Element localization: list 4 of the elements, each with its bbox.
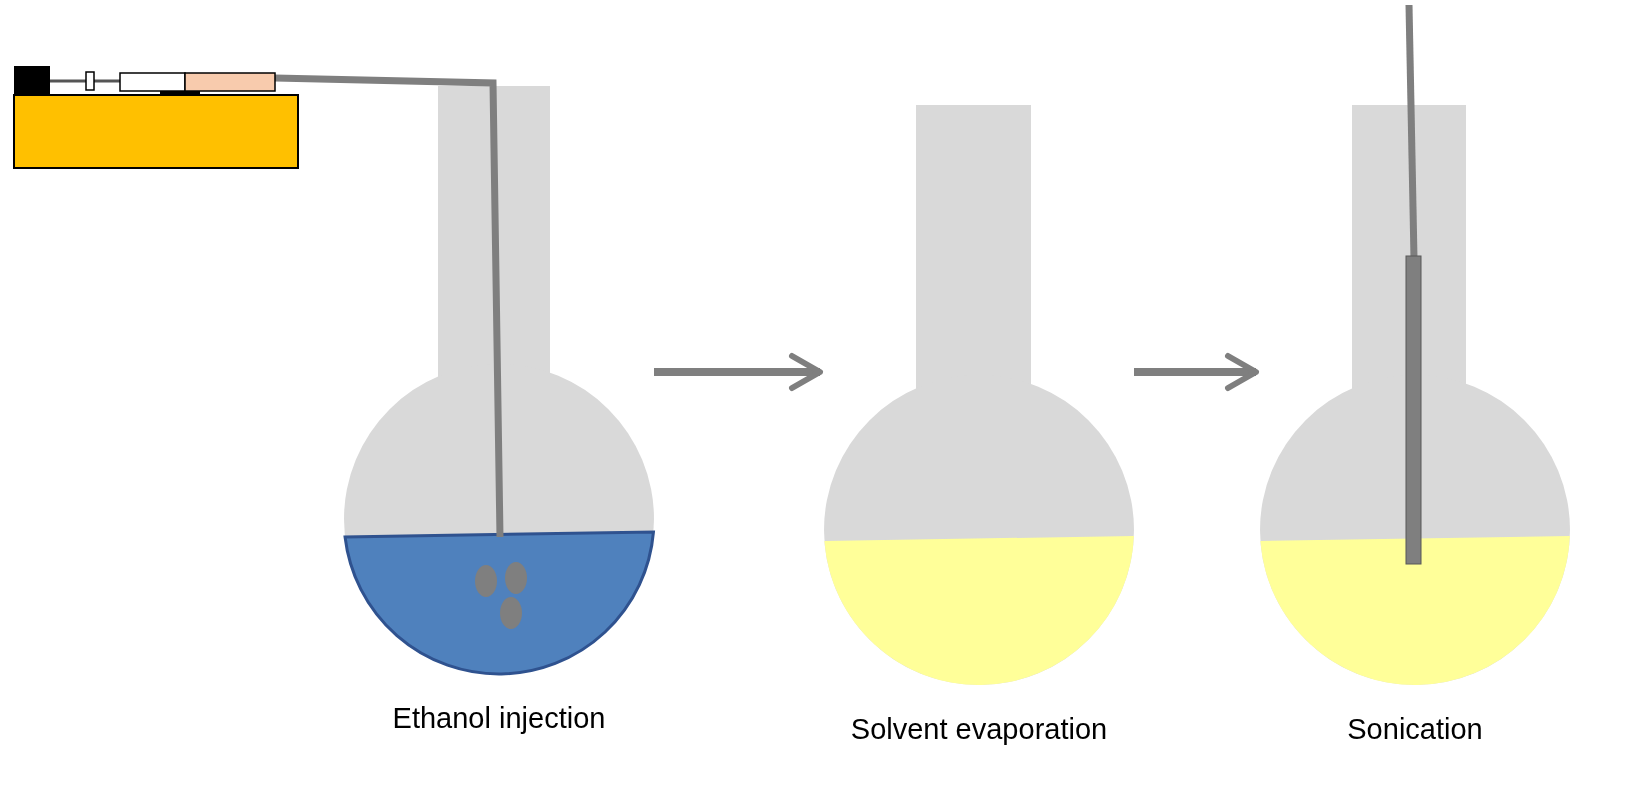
arrow — [654, 353, 823, 391]
step-label: Ethanol injection — [392, 702, 606, 735]
step-label: Sonication — [1347, 713, 1483, 746]
step-label: Solvent evaporation — [850, 713, 1108, 746]
